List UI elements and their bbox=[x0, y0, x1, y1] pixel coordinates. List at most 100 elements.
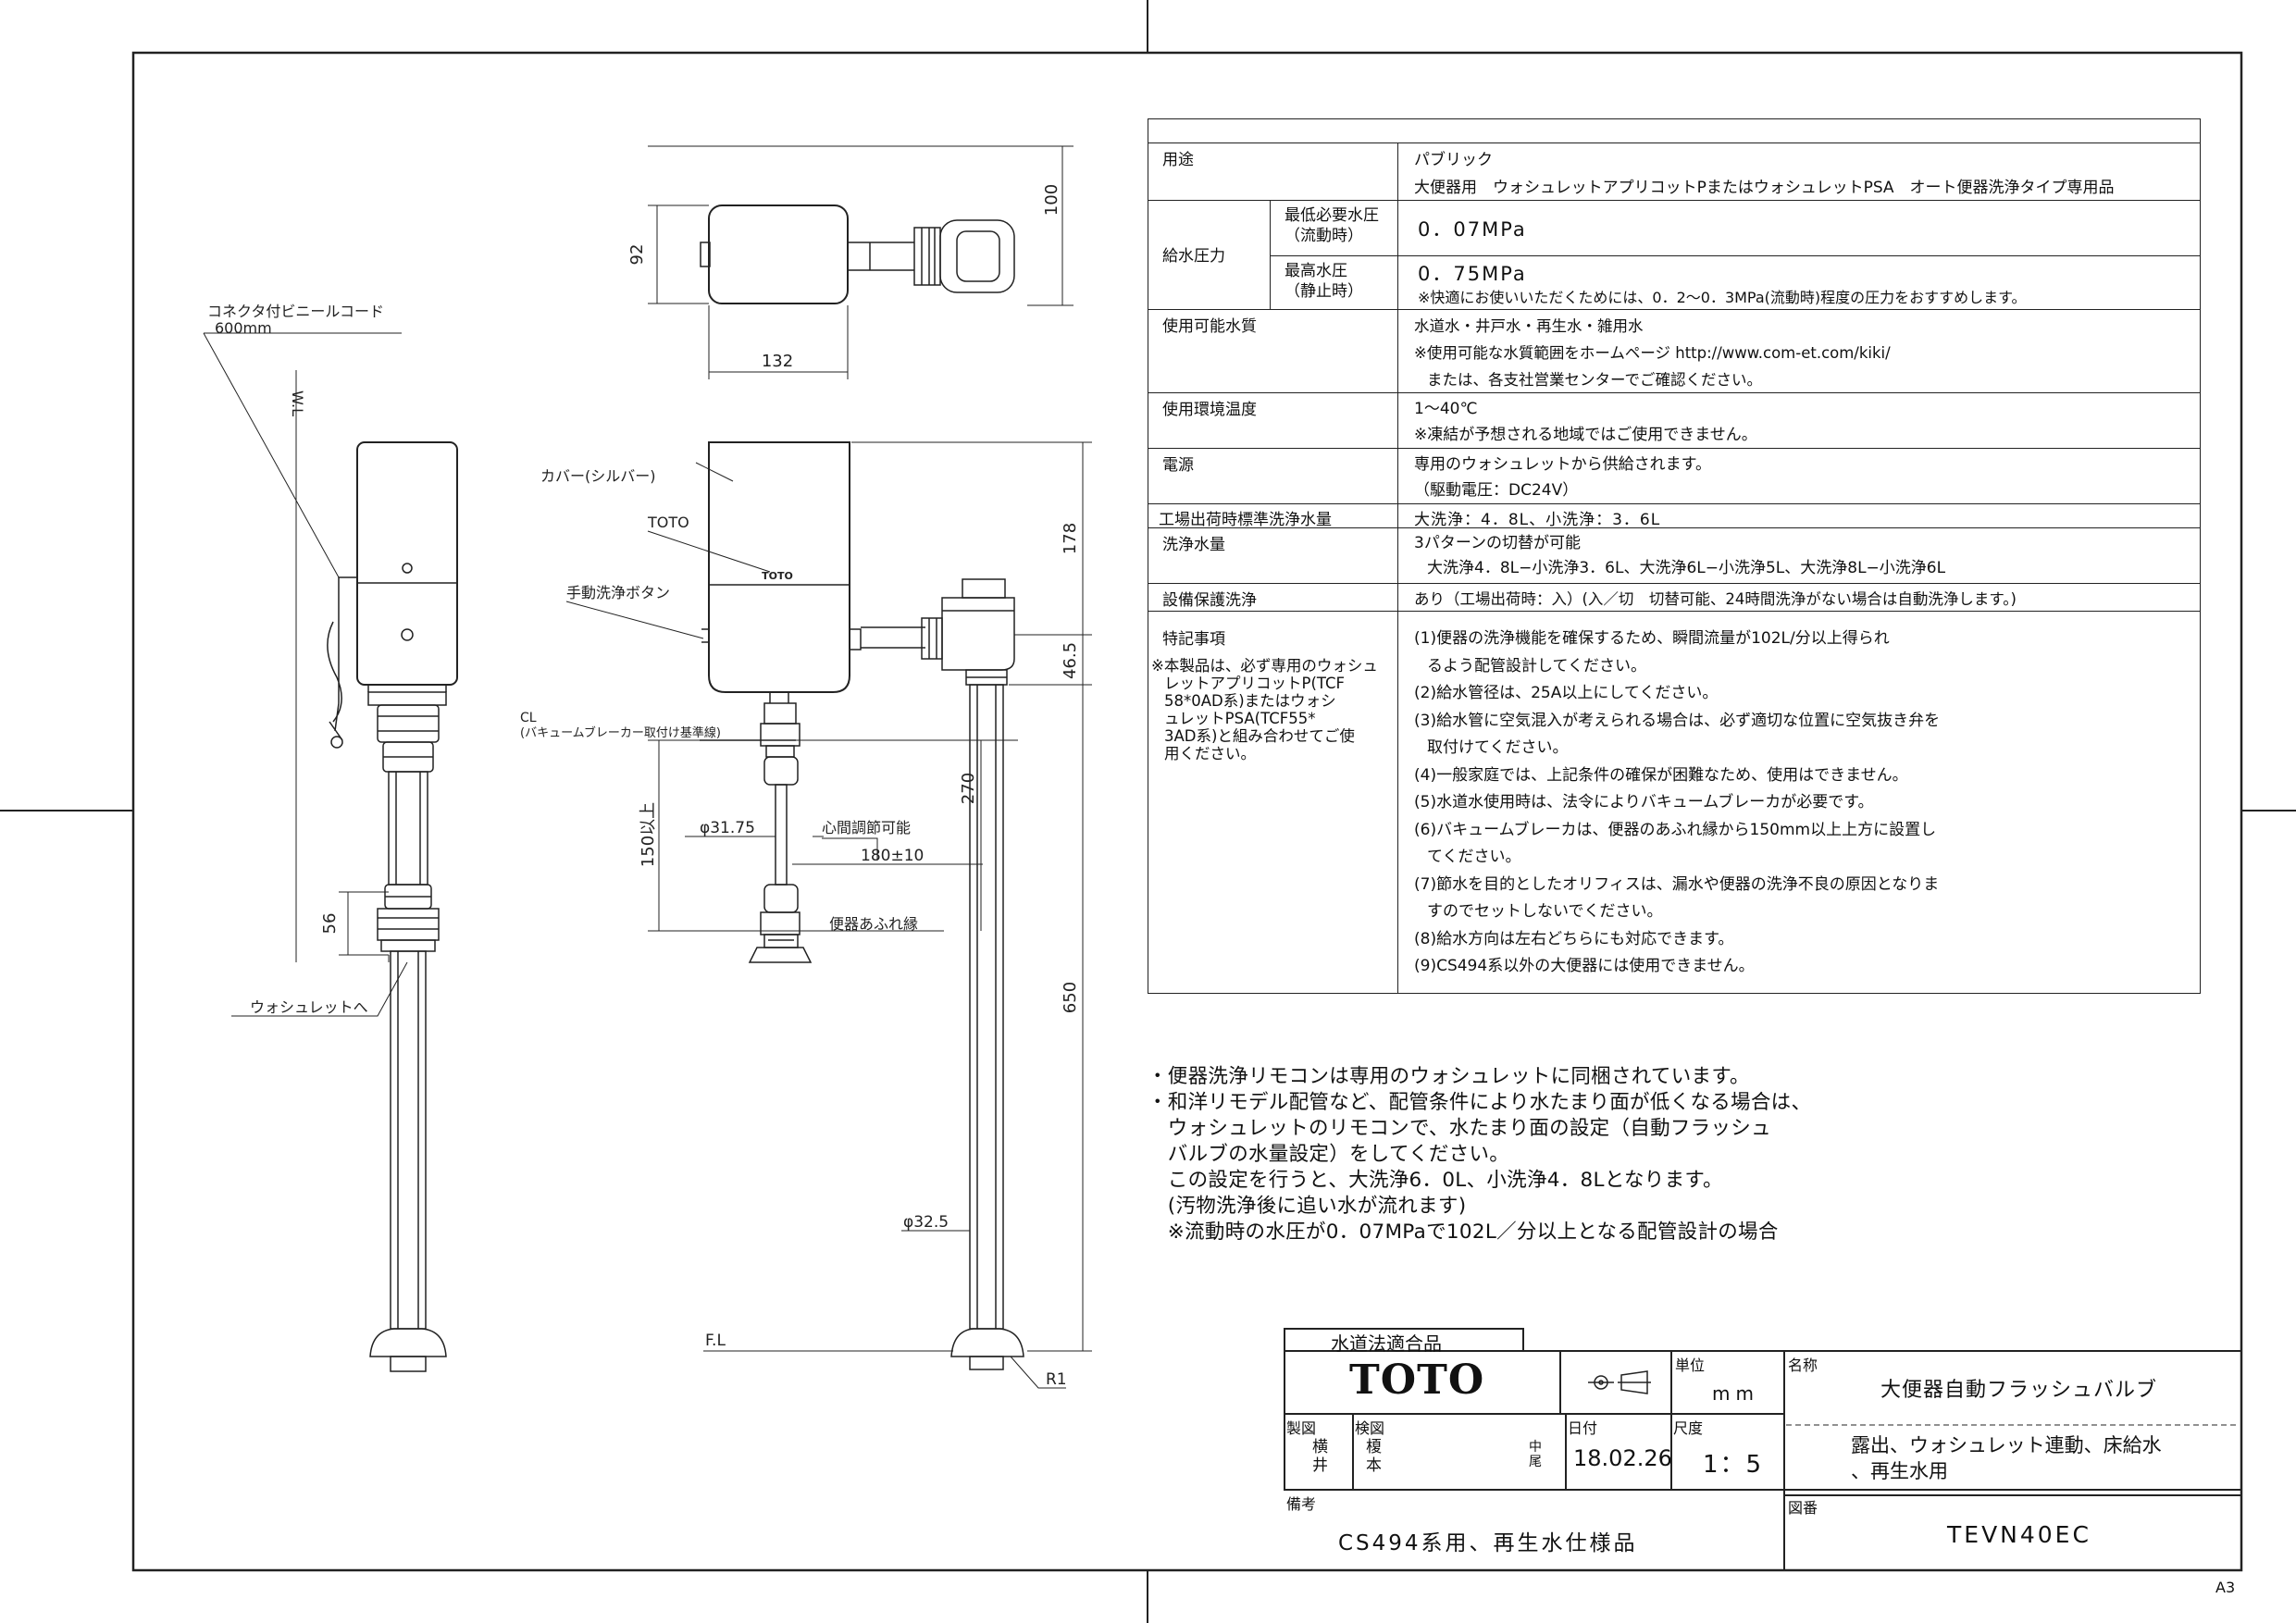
dim-100: 100 bbox=[1042, 184, 1061, 216]
r1-label: R1 bbox=[1046, 1370, 1067, 1389]
spec-special-label: 特記事項 bbox=[1162, 630, 1225, 649]
dim-650: 650 bbox=[1061, 982, 1080, 1013]
manual-button-label: 手動洗浄ボタン bbox=[566, 584, 670, 601]
spec-max-pressure-label: 最高水圧 （静止時） bbox=[1285, 261, 1363, 302]
special-item-6b: てください。 bbox=[1427, 848, 1521, 866]
special-left-6: 用ください。 bbox=[1164, 745, 1256, 762]
front-toto-logo: TOTO bbox=[762, 570, 793, 582]
special-left-5: 3AD系)と組み合わせてご使 bbox=[1164, 727, 1355, 745]
name-label: 名称 bbox=[1788, 1357, 1818, 1374]
water-line-3: または、各支社営業センターでご確認ください。 bbox=[1427, 371, 1763, 389]
drawing-number-label: 図番 bbox=[1788, 1499, 1818, 1517]
dim-132: 132 bbox=[762, 352, 793, 371]
subtitle-2: 、再生水用 bbox=[1851, 1460, 1948, 1482]
floor-level-label: F.L bbox=[705, 1332, 726, 1350]
spec-protect-value: あり（工場出荷時：入）(入／切 切替可能、24時間洗浄がない場合は自動洗浄します… bbox=[1414, 590, 2017, 608]
note-5: この設定を行うと、大洗浄6．0L、小洗浄4．8Lとなります。 bbox=[1148, 1169, 1723, 1192]
date-value: 18.02.26 bbox=[1573, 1445, 1672, 1471]
spec-flush-label: 洗浄水量 bbox=[1162, 536, 1225, 554]
cord-length-label: 600mm bbox=[215, 319, 272, 337]
product-subtitle: 露出、ウォシュレット連動、床給水 、再生水用 bbox=[1851, 1432, 2162, 1484]
checked-by-2: 本 bbox=[1366, 1456, 1382, 1475]
spec-factory-label: 工場出荷時標準洗浄水量 bbox=[1159, 511, 1332, 529]
use-line-2: 大便器用 ウォシュレットアプリコットPまたはウォシュレットPSA オート便器洗浄… bbox=[1414, 179, 2115, 197]
note-1: ・便器洗浄リモコンは専用のウォシュレットに同梱されています。 bbox=[1148, 1065, 1750, 1088]
drawn-by-1: 横 bbox=[1312, 1438, 1328, 1456]
front-view-dimensions bbox=[565, 441, 1092, 1389]
flush-line-2: 大洗浄4．8L−小洗浄3．6L、大洗浄6L−小洗浄5L、大洗浄8L−小洗浄6L bbox=[1427, 559, 1946, 577]
spec-max-pressure-note: ※快適にお使いいただくためには、0．2〜0．3MPa(流動時)程度の圧力をおすす… bbox=[1418, 289, 2027, 306]
spec-special-items: (1)便器の洗浄機能を確保するため、瞬間流量が102L/分以上得られ るよう配管… bbox=[1414, 626, 1940, 981]
dim-270: 270 bbox=[959, 773, 978, 804]
note-4: バルブの水量設定）をしてください。 bbox=[1148, 1143, 1510, 1166]
note-6: (汚物洗浄後に追い水が流れます) bbox=[1148, 1195, 1467, 1218]
scale-value: 1：5 bbox=[1703, 1451, 1764, 1479]
max-pressure-label-2: （静止時） bbox=[1285, 282, 1363, 301]
water-line-1: 水道水・井戸水・再生水・雑用水 bbox=[1414, 317, 1644, 335]
min-pressure-label-1: 最低必要水圧 bbox=[1285, 206, 1379, 225]
dim-178: 178 bbox=[1061, 523, 1080, 554]
brand-logo: TOTO bbox=[1349, 1357, 1485, 1404]
power-line-1: 専用のウォシュレットから供給されます。 bbox=[1414, 455, 1711, 474]
special-left-1: ※本製品は、必ず専用のウォシュ bbox=[1151, 657, 1378, 675]
stamp-2: 尾 bbox=[1529, 1455, 1542, 1469]
checked-label: 検図 bbox=[1355, 1419, 1385, 1437]
max-pressure-label-1: 最高水圧 bbox=[1285, 262, 1347, 280]
spec-use-lines: パブリック 大便器用 ウォシュレットアプリコットPまたはウォシュレットPSA オ… bbox=[1414, 146, 2115, 202]
spec-use-label-cell: 用途 bbox=[1162, 151, 1194, 169]
cord-label: コネクタ付ビニールコード bbox=[207, 303, 384, 320]
to-washlet-label: ウォシュレットへ bbox=[250, 998, 368, 1016]
drawn-by: 横 井 bbox=[1312, 1438, 1328, 1475]
general-notes: ・便器洗浄リモコンは専用のウォシュレットに同梱されています。 ・和洋リモデル配管… bbox=[1148, 1064, 1811, 1245]
water-line-2: ※使用可能な水質範囲をホームページ http://www.com-et.com/… bbox=[1414, 344, 1891, 362]
phi-32-5-label: φ32.5 bbox=[903, 1213, 949, 1232]
special-item-8: (8)給水方向は左右どちらにも対応できます。 bbox=[1414, 929, 1734, 948]
dim-150: 150以上 bbox=[639, 802, 658, 867]
spec-min-pressure-label: 最低必要水圧 （流動時） bbox=[1285, 205, 1379, 246]
dim-56: 56 bbox=[320, 913, 340, 935]
dim-46-5: 46.5 bbox=[1061, 642, 1080, 679]
date-label: 日付 bbox=[1568, 1419, 1598, 1437]
product-name: 大便器自動フラッシュバルブ bbox=[1880, 1379, 2158, 1402]
spec-flush-lines: 3パターンの切替が可能 大洗浄4．8L−小洗浄3．6L、大洗浄6L−小洗浄5L、… bbox=[1414, 531, 1945, 581]
adjustable-label: 心間調節可能 bbox=[822, 819, 911, 836]
note-7: ※流動時の水圧が0．07MPaで102L／分以上となる配管設計の場合 bbox=[1148, 1220, 1779, 1244]
special-left-3: 58*0AD系)またはウォシ bbox=[1164, 692, 1336, 710]
special-item-3b: 取付けてください。 bbox=[1427, 738, 1569, 757]
drawn-by-2: 井 bbox=[1312, 1456, 1328, 1475]
checked-by: 榎 本 bbox=[1366, 1438, 1382, 1475]
special-item-7a: (7)節水を目的としたオリフィスは、漏水や便器の洗浄不良の原因となりま bbox=[1414, 874, 1940, 894]
unit-label: 単位 bbox=[1675, 1357, 1706, 1374]
cl-label: CL bbox=[520, 711, 537, 725]
temp-line-2: ※凍結が予想される地域ではご使用できません。 bbox=[1414, 426, 1757, 444]
special-item-5: (5)水道水使用時は、法令によりバキュームブレーカが必要です。 bbox=[1414, 793, 1874, 812]
stamp-1: 中 bbox=[1529, 1440, 1542, 1455]
note-3: ウォシュレットのリモコンで、水たまり面の設定（自動フラッシュ bbox=[1148, 1117, 1771, 1140]
subtitle-1: 露出、ウォシュレット連動、床給水 bbox=[1851, 1434, 2162, 1456]
spec-temp-lines: 1〜40℃ ※凍結が予想される地域ではご使用できません。 bbox=[1414, 396, 1757, 448]
special-item-4: (4)一般家庭では、上記条件の確保が困難なため、使用はできません。 bbox=[1414, 765, 1908, 785]
spec-min-pressure-value: 0．07MPa bbox=[1418, 218, 1527, 241]
special-item-6a: (6)バキュームブレーカは、便器のあふれ縁から150mm以上上方に設置し bbox=[1414, 820, 1937, 839]
spec-water-label: 使用可能水質 bbox=[1162, 317, 1257, 336]
projection-symbol-icon bbox=[1588, 1370, 1651, 1394]
side-view-dimensions bbox=[203, 332, 408, 1017]
remarks-label: 備考 bbox=[1286, 1495, 1317, 1513]
top-view bbox=[700, 204, 1015, 304]
vb-reference-label: (バキュームブレーカー取付け基準線) bbox=[520, 725, 721, 740]
special-item-7b: すのでセットしないでください。 bbox=[1427, 902, 1663, 921]
front-view bbox=[700, 441, 1024, 1370]
spec-power-label: 電源 bbox=[1162, 456, 1194, 475]
cover-label: カバー(シルバー) bbox=[540, 467, 656, 485]
spec-protect-label: 設備保護洗浄 bbox=[1162, 591, 1257, 610]
special-item-3a: (3)給水管に空気混入が考えられる場合は、必ず適切な位置に空気抜き弁を bbox=[1414, 711, 1941, 730]
spec-power-lines: 専用のウォシュレットから供給されます。 （駆動電圧：DC24V） bbox=[1414, 452, 1711, 503]
spec-pressure-label: 給水圧力 bbox=[1162, 247, 1225, 266]
remarks-value: CS494系用、再生水仕様品 bbox=[1338, 1531, 1638, 1555]
temp-line-1: 1〜40℃ bbox=[1414, 400, 1478, 418]
flush-line-1: 3パターンの切替が可能 bbox=[1414, 534, 1581, 552]
min-pressure-label-2: （流動時） bbox=[1285, 227, 1363, 245]
special-left-2: レットアプリコットP(TCF bbox=[1164, 675, 1346, 692]
